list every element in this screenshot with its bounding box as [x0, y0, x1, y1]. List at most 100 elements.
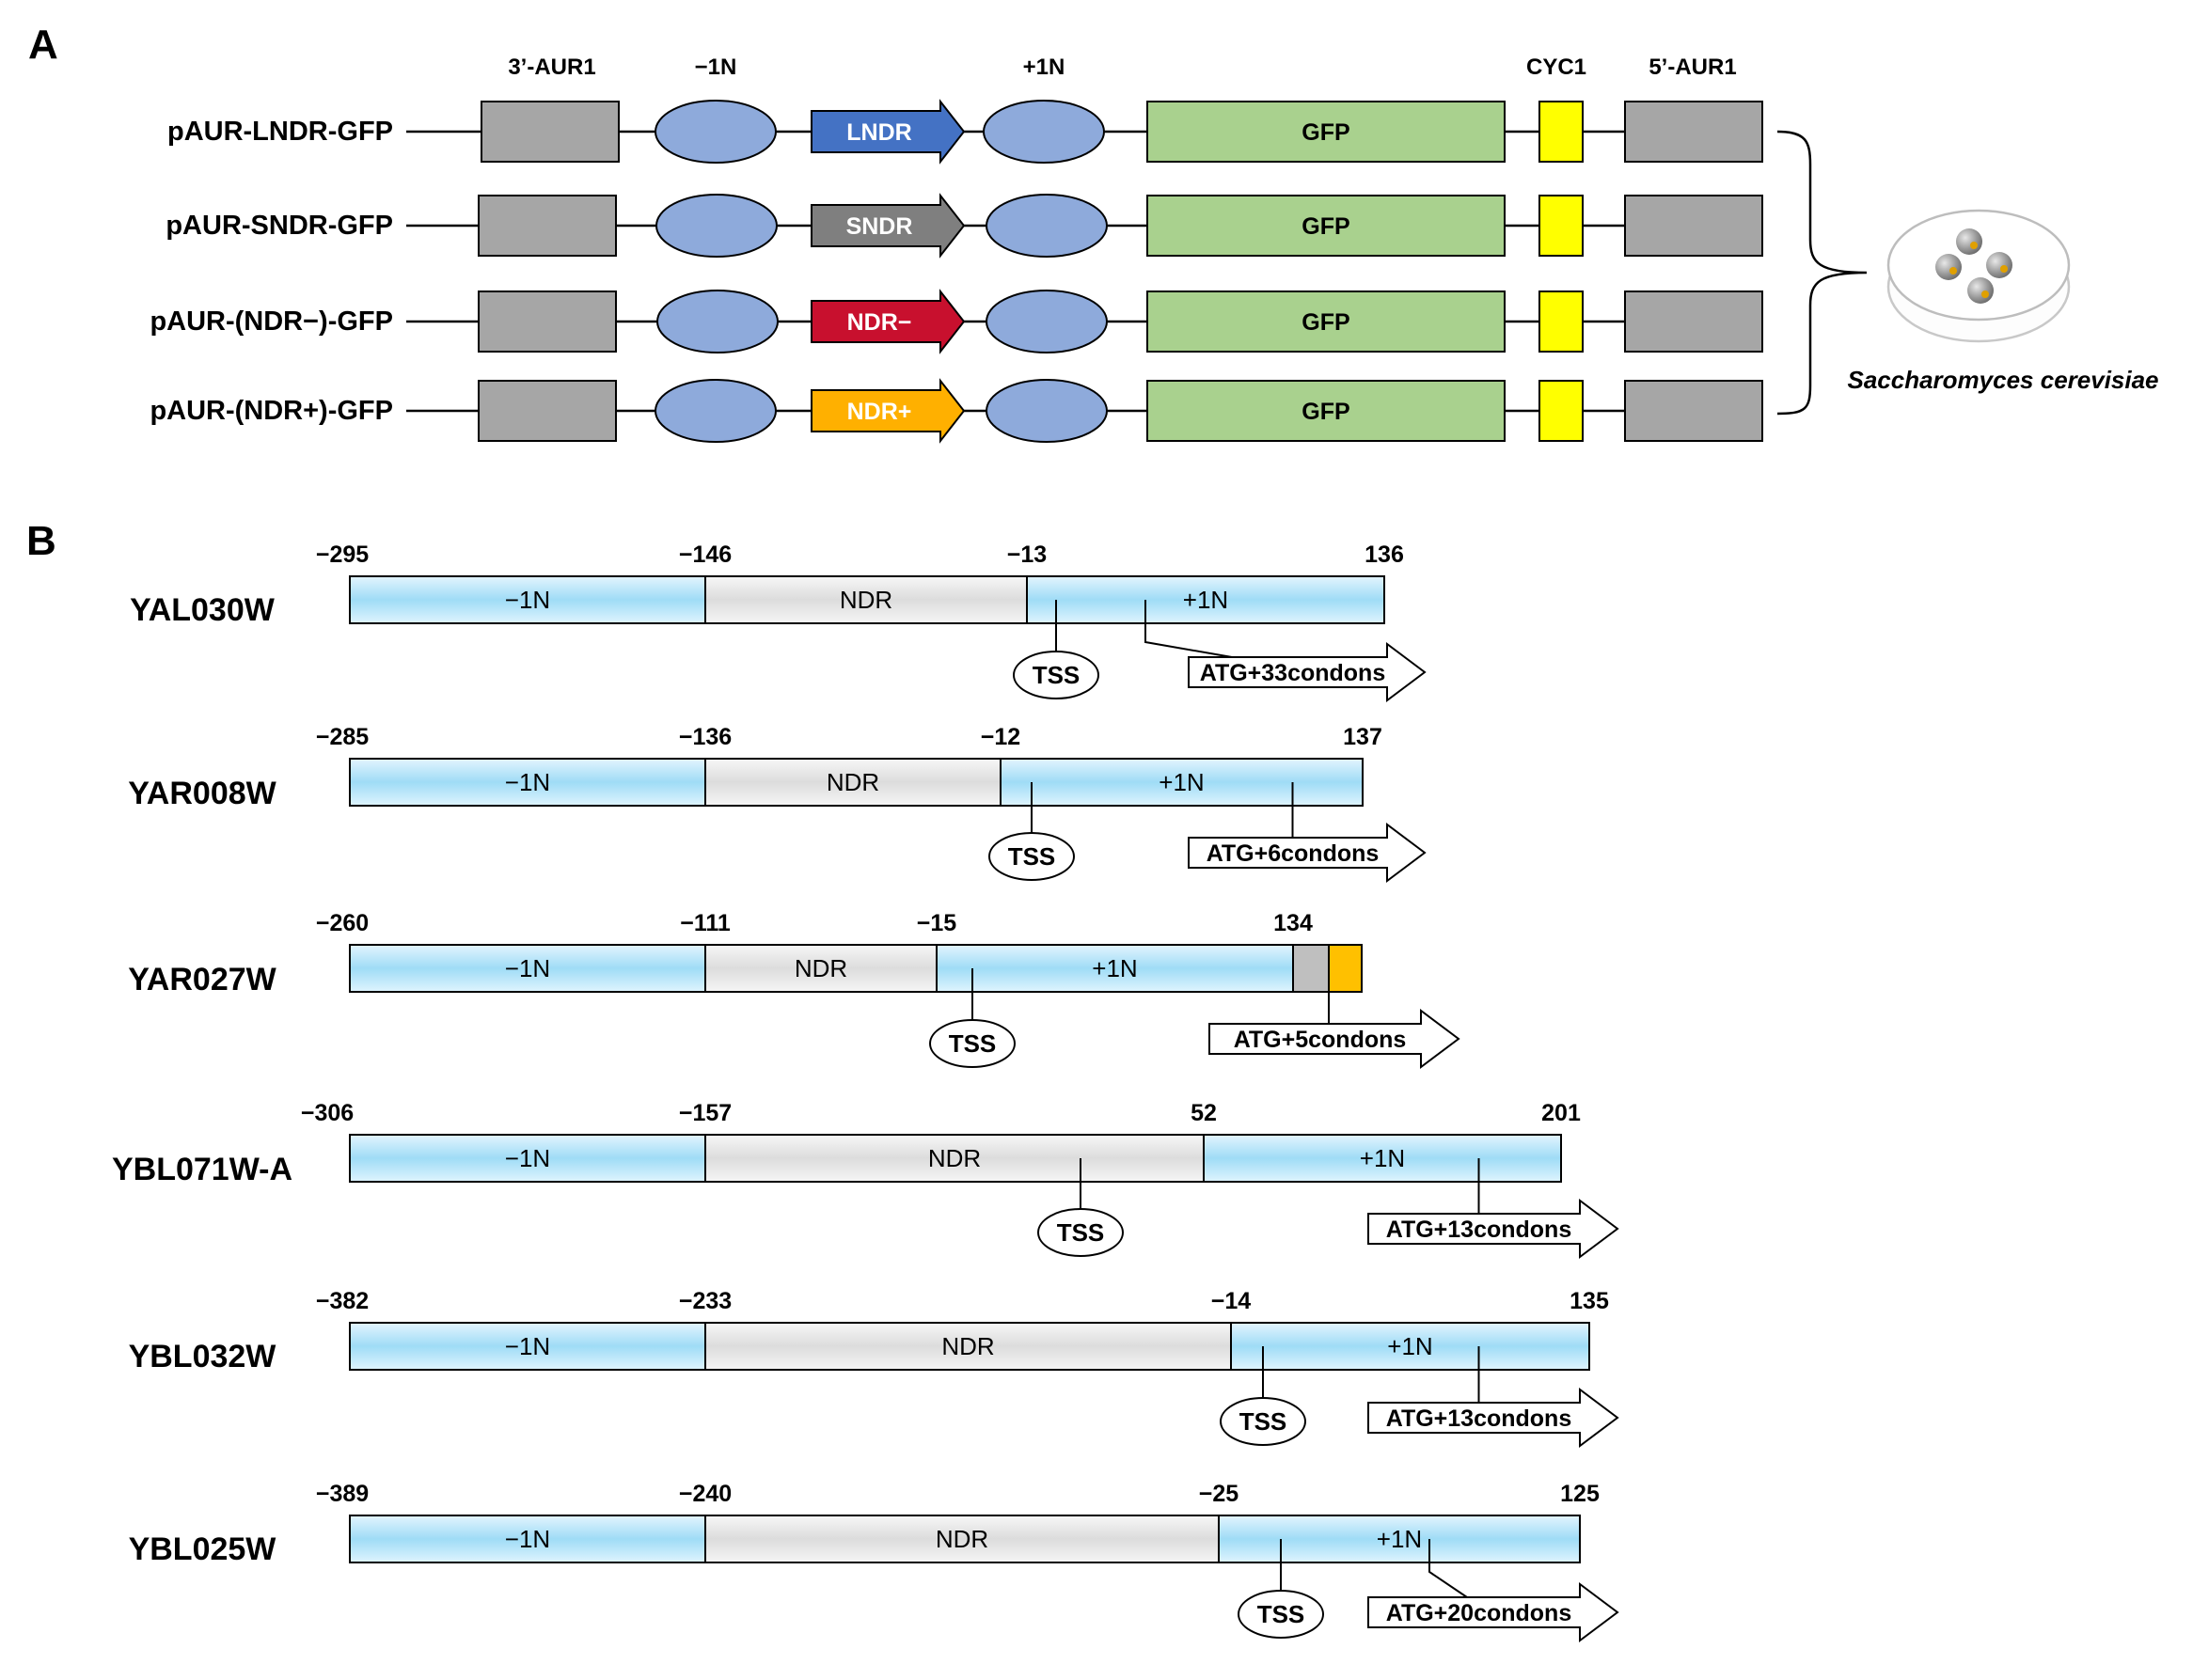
grouping-brace	[1776, 130, 1868, 416]
nucleosome-minus-1n	[655, 100, 777, 164]
gene-name: YBL025W	[129, 1531, 277, 1567]
position-label: −15	[917, 910, 957, 936]
start-codon-label: ATG+5condons	[1234, 1027, 1407, 1053]
ndr-arrow	[811, 378, 966, 444]
position-label: −306	[301, 1100, 354, 1126]
aur1-5-box	[1624, 195, 1763, 257]
position-label: −25	[1199, 1481, 1239, 1507]
ndr-band	[704, 944, 938, 993]
ndr-arrow	[811, 99, 966, 165]
nucleosome-plus-1n	[983, 100, 1105, 164]
band-label-minus-1n: −1N	[505, 768, 550, 796]
tss-oval	[1037, 1208, 1124, 1257]
construct-row: pAUR-SNDR-GFP SNDR GFP	[166, 193, 1763, 259]
start-codon-arrow	[1208, 1009, 1460, 1069]
cyc1-box	[1538, 101, 1584, 163]
nucleosome-minus-1n	[655, 194, 778, 258]
nucleosome-band-plus-1n	[1026, 575, 1385, 624]
yeast-cell-icon	[1956, 228, 1982, 255]
nucleosome-band-minus-1n	[349, 1515, 706, 1563]
position-label: −136	[679, 724, 732, 750]
band-label-ndr: NDR	[941, 1332, 994, 1360]
construct-name: pAUR-SNDR-GFP	[166, 211, 393, 241]
position-label: −146	[679, 542, 732, 568]
nucleosome-band-plus-1n	[936, 944, 1294, 993]
band-label-minus-1n: −1N	[505, 1525, 550, 1553]
band-label-ndr: NDR	[928, 1144, 981, 1172]
position-label: 137	[1343, 724, 1382, 750]
start-codon-label: ATG+20condons	[1386, 1600, 1572, 1626]
yeast-cell-icon	[1935, 254, 1962, 280]
position-label: −285	[316, 724, 369, 750]
band-label-ndr: NDR	[827, 768, 879, 796]
panel-a: A 3’-AUR1 −1N +1N CYC1 5’-AUR1 pAUR-LNDR…	[28, 22, 2159, 444]
band-label-ndr: NDR	[936, 1525, 988, 1553]
band-label-minus-1n: −1N	[505, 1332, 550, 1360]
nucleosome-band-minus-1n	[349, 944, 706, 993]
nucleosome-band-minus-1n	[349, 1322, 706, 1371]
band-label-plus-1n: +1N	[1360, 1144, 1405, 1172]
gene-name: YAR008W	[128, 776, 276, 811]
header-5-aur1: 5’-AUR1	[1649, 55, 1736, 80]
aur1-3-box	[478, 195, 617, 257]
gfp-box	[1146, 380, 1506, 442]
nucleosome-band-plus-1n	[1218, 1515, 1581, 1563]
gfp-label: GFP	[1302, 399, 1349, 425]
start-codon-arrow	[1367, 1582, 1619, 1642]
aur1-3-box	[478, 380, 617, 442]
aur1-5-box	[1624, 101, 1763, 163]
start-codon-connector	[1144, 600, 1233, 658]
nucleosome-plus-1n	[986, 290, 1108, 353]
band-label-minus-1n: −1N	[505, 1144, 550, 1172]
start-codon-connector	[1428, 1539, 1468, 1598]
header-3-aur1: 3’-AUR1	[508, 55, 595, 80]
ndr-band	[704, 758, 1002, 807]
ndr-band	[704, 1322, 1232, 1371]
position-label: 125	[1560, 1481, 1600, 1507]
tss-oval	[1013, 651, 1099, 699]
position-label: −240	[679, 1481, 732, 1507]
nucleosome-band-plus-1n	[1203, 1134, 1562, 1183]
header-cyc1: CYC1	[1526, 55, 1586, 80]
position-label: 52	[1191, 1100, 1217, 1126]
position-label: −260	[316, 910, 369, 936]
start-codon-label: ATG+13condons	[1386, 1405, 1572, 1432]
start-codon-arrow	[1188, 823, 1427, 883]
position-label: −295	[316, 542, 369, 568]
ndr-arrow-label: NDR−	[847, 309, 912, 336]
extra-segment	[1328, 944, 1363, 993]
yeast-cell-icon	[1967, 277, 1994, 304]
gene-name: YBL032W	[129, 1339, 277, 1374]
position-label: −111	[680, 910, 731, 936]
start-codon-label: ATG+6condons	[1207, 840, 1380, 867]
tss-label: TSS	[1033, 661, 1081, 689]
gfp-label: GFP	[1302, 213, 1349, 240]
cyc1-box	[1538, 290, 1584, 353]
nucleosome-band-plus-1n	[1230, 1322, 1590, 1371]
tss-oval	[988, 832, 1075, 881]
aur1-3-box	[478, 290, 617, 353]
nucleosome-minus-1n	[655, 379, 777, 443]
start-codon-arrow	[1367, 1388, 1619, 1448]
nucleosome-plus-1n	[986, 379, 1108, 443]
tss-label: TSS	[1257, 1600, 1305, 1628]
gene-name: YBL071W-A	[112, 1152, 292, 1187]
ndr-arrow-label: LNDR	[846, 119, 911, 146]
aur1-5-box	[1624, 290, 1763, 353]
panel-b-label: B	[26, 518, 56, 564]
ndr-arrow	[811, 193, 966, 259]
ndr-arrow-label: SNDR	[846, 213, 913, 240]
construct-name: pAUR-(NDR−)-GFP	[150, 306, 393, 337]
start-codon-arrow	[1188, 642, 1427, 702]
position-label: −233	[679, 1288, 732, 1314]
tss-label: TSS	[949, 1029, 997, 1058]
